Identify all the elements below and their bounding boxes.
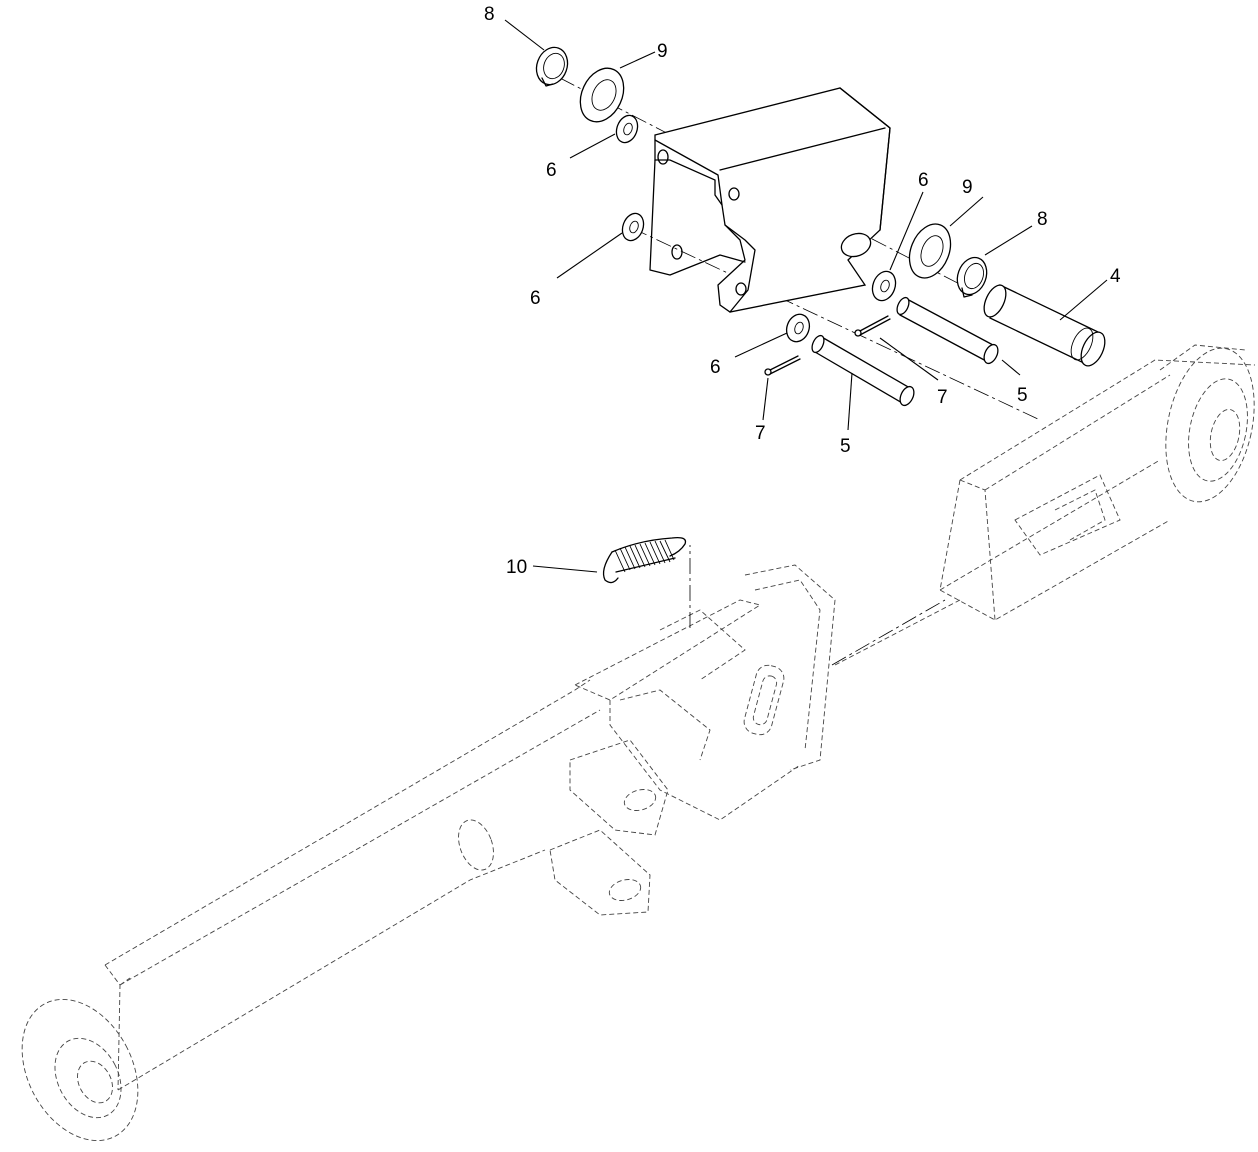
clevis-pin-right (896, 296, 999, 365)
callout-item-4: 4 (1110, 266, 1121, 287)
callout-item-5-right: 5 (1017, 385, 1028, 406)
callout-item-5-left: 5 (840, 436, 851, 457)
callout-labels: 8 9 6 6 6 9 8 4 6 7 5 7 5 10 (484, 4, 1121, 578)
flat-washer-c (871, 270, 897, 302)
callout-item-6-upper: 6 (546, 160, 557, 181)
cotter-pin-left (764, 355, 801, 376)
cotter-pin-right (854, 315, 891, 337)
callout-leaders (504, 19, 1108, 573)
alignment-centerlines (559, 77, 1041, 666)
flat-washer-b (621, 212, 645, 242)
retaining-ring-right (956, 256, 988, 298)
callout-item-6-right: 6 (918, 170, 929, 191)
callout-item-7-left: 7 (755, 423, 766, 444)
callout-item-9-right: 9 (962, 177, 973, 198)
thrust-washer-right (908, 223, 952, 279)
callout-item-9-upper: 9 (657, 41, 668, 62)
mount-bracket (649, 87, 891, 313)
flat-washer-d (785, 313, 811, 343)
clevis-pin-left (811, 334, 915, 407)
retaining-ring-upper (535, 46, 569, 87)
thrust-washer-upper (579, 67, 625, 123)
callout-item-8-right: 8 (1037, 209, 1048, 230)
flat-washer-a (615, 114, 639, 144)
lift-arm-phantom (21, 344, 1256, 1142)
callout-item-8-upper: 8 (484, 4, 495, 25)
extension-spring (602, 536, 687, 584)
callout-item-7-right: 7 (937, 387, 948, 408)
callout-item-6-lower: 6 (710, 357, 721, 378)
callout-item-10: 10 (506, 557, 527, 578)
pivot-pin (983, 284, 1106, 367)
callout-item-6-left: 6 (530, 288, 541, 309)
